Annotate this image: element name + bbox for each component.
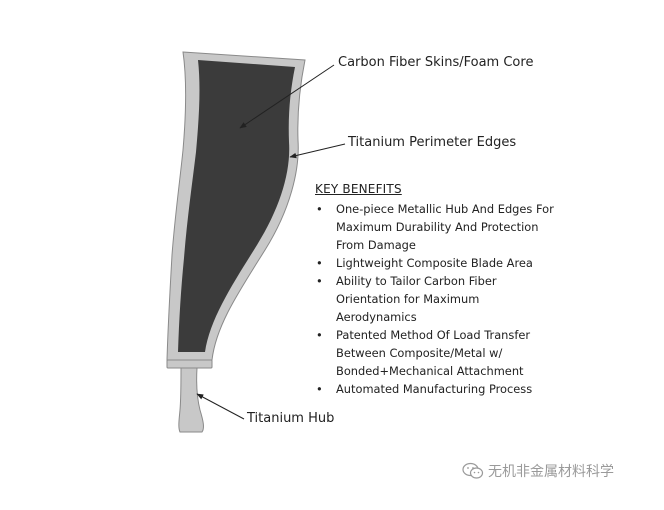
label-titanium-hub: Titanium Hub [247, 411, 335, 426]
watermark: 无机非金属材料科学 [462, 461, 614, 481]
carbon-fiber-core [178, 60, 295, 352]
watermark-text: 无机非金属材料科学 [488, 464, 614, 480]
hub-collar [166, 359, 213, 369]
list-item: One-piece Metallic Hub And Edges For Max… [315, 200, 555, 254]
titanium-hub [178, 367, 204, 433]
key-benefits-title: KEY BENEFITS [315, 182, 402, 196]
key-benefits: KEY BENEFITS One-piece Metallic Hub And … [315, 180, 555, 398]
hub-arrow [196, 393, 245, 420]
list-item: Patented Method Of Load Transfer Between… [315, 326, 555, 380]
list-item: Lightweight Composite Blade Area [315, 254, 555, 272]
key-benefits-list: One-piece Metallic Hub And Edges For Max… [315, 200, 555, 398]
perimeter-arrow [289, 143, 346, 159]
label-titanium-perimeter: Titanium Perimeter Edges [348, 135, 517, 150]
list-item: Ability to Tailor Carbon Fiber Orientati… [315, 272, 555, 326]
carbon-arrow [239, 64, 335, 129]
label-carbon-fiber: Carbon Fiber Skins/Foam Core [338, 55, 534, 70]
wechat-icon [462, 462, 484, 479]
list-item: Automated Manufacturing Process [315, 380, 555, 398]
